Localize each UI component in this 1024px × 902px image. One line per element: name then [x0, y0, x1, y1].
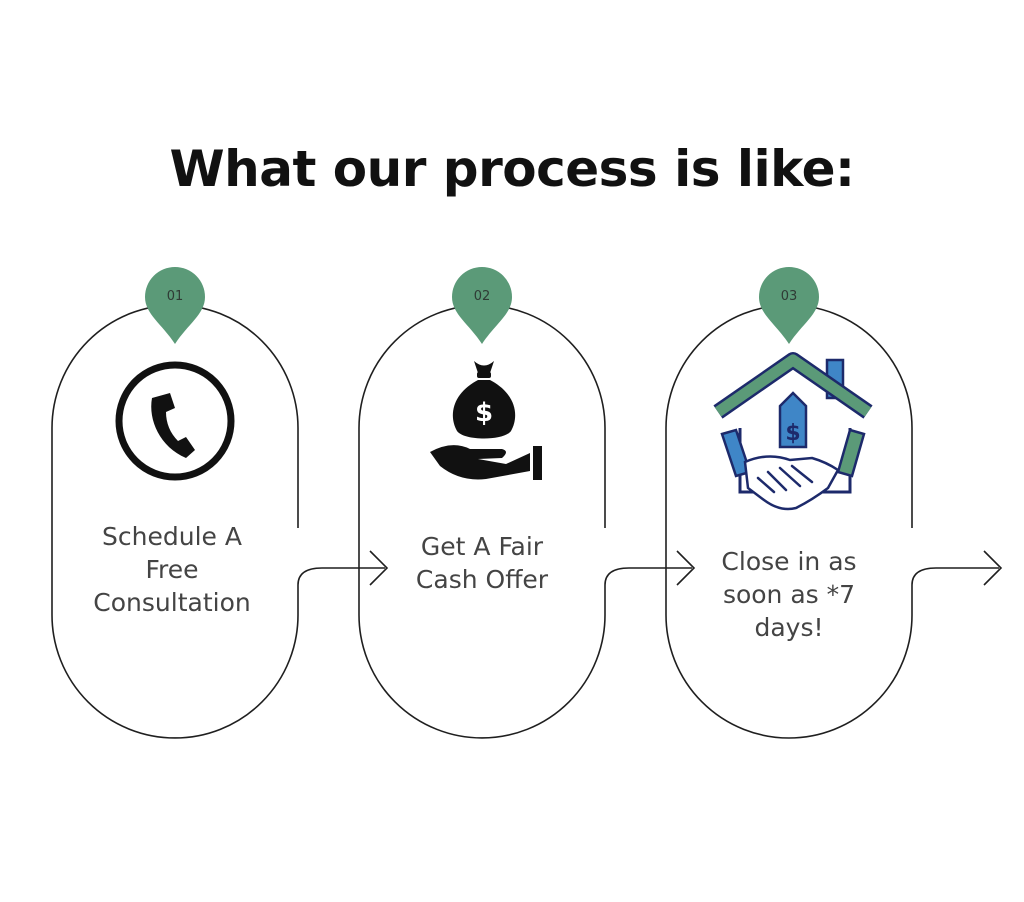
step-2-badge [452, 267, 512, 344]
step-1-badge [145, 267, 205, 344]
step-3-badge [759, 267, 819, 344]
connector-arrow-3 [911, 550, 1003, 586]
step-3-label-line-2: soon as *7 [722, 580, 856, 609]
phone-icon [115, 361, 235, 481]
step-1-label-line-2: Free [145, 555, 199, 584]
connector-arrow-2 [604, 550, 696, 586]
connector-arrow-1 [297, 550, 389, 586]
step-1-number: 01 [166, 289, 184, 304]
step-1-label-line-3: Consultation [93, 588, 251, 617]
step-2-label: Get A Fair Cash Offer [382, 530, 582, 596]
page-title: What our process is like: [169, 140, 856, 198]
svg-text:$: $ [785, 421, 800, 446]
step-2-number: 02 [473, 289, 491, 304]
step-3-label: Close in as soon as *7 days! [689, 545, 889, 644]
step-1-capsule [51, 304, 299, 739]
step-3-label-line-1: Close in as [721, 547, 857, 576]
step-2-label-line-2: Cash Offer [415, 565, 549, 594]
step-1-label-line-1: Schedule A [102, 522, 242, 551]
step-2-label-line-1: Get A Fair [420, 532, 544, 561]
money-bag-hand-icon: $ [430, 361, 542, 480]
svg-text:$: $ [475, 398, 493, 428]
step-2-capsule [358, 304, 606, 739]
step-3-label-line-3: days! [754, 613, 824, 642]
house-handshake-icon: $ [713, 352, 873, 511]
step-3-capsule [665, 304, 913, 739]
step-3-number: 03 [780, 289, 798, 304]
step-1-label: Schedule A Free Consultation [72, 520, 272, 619]
